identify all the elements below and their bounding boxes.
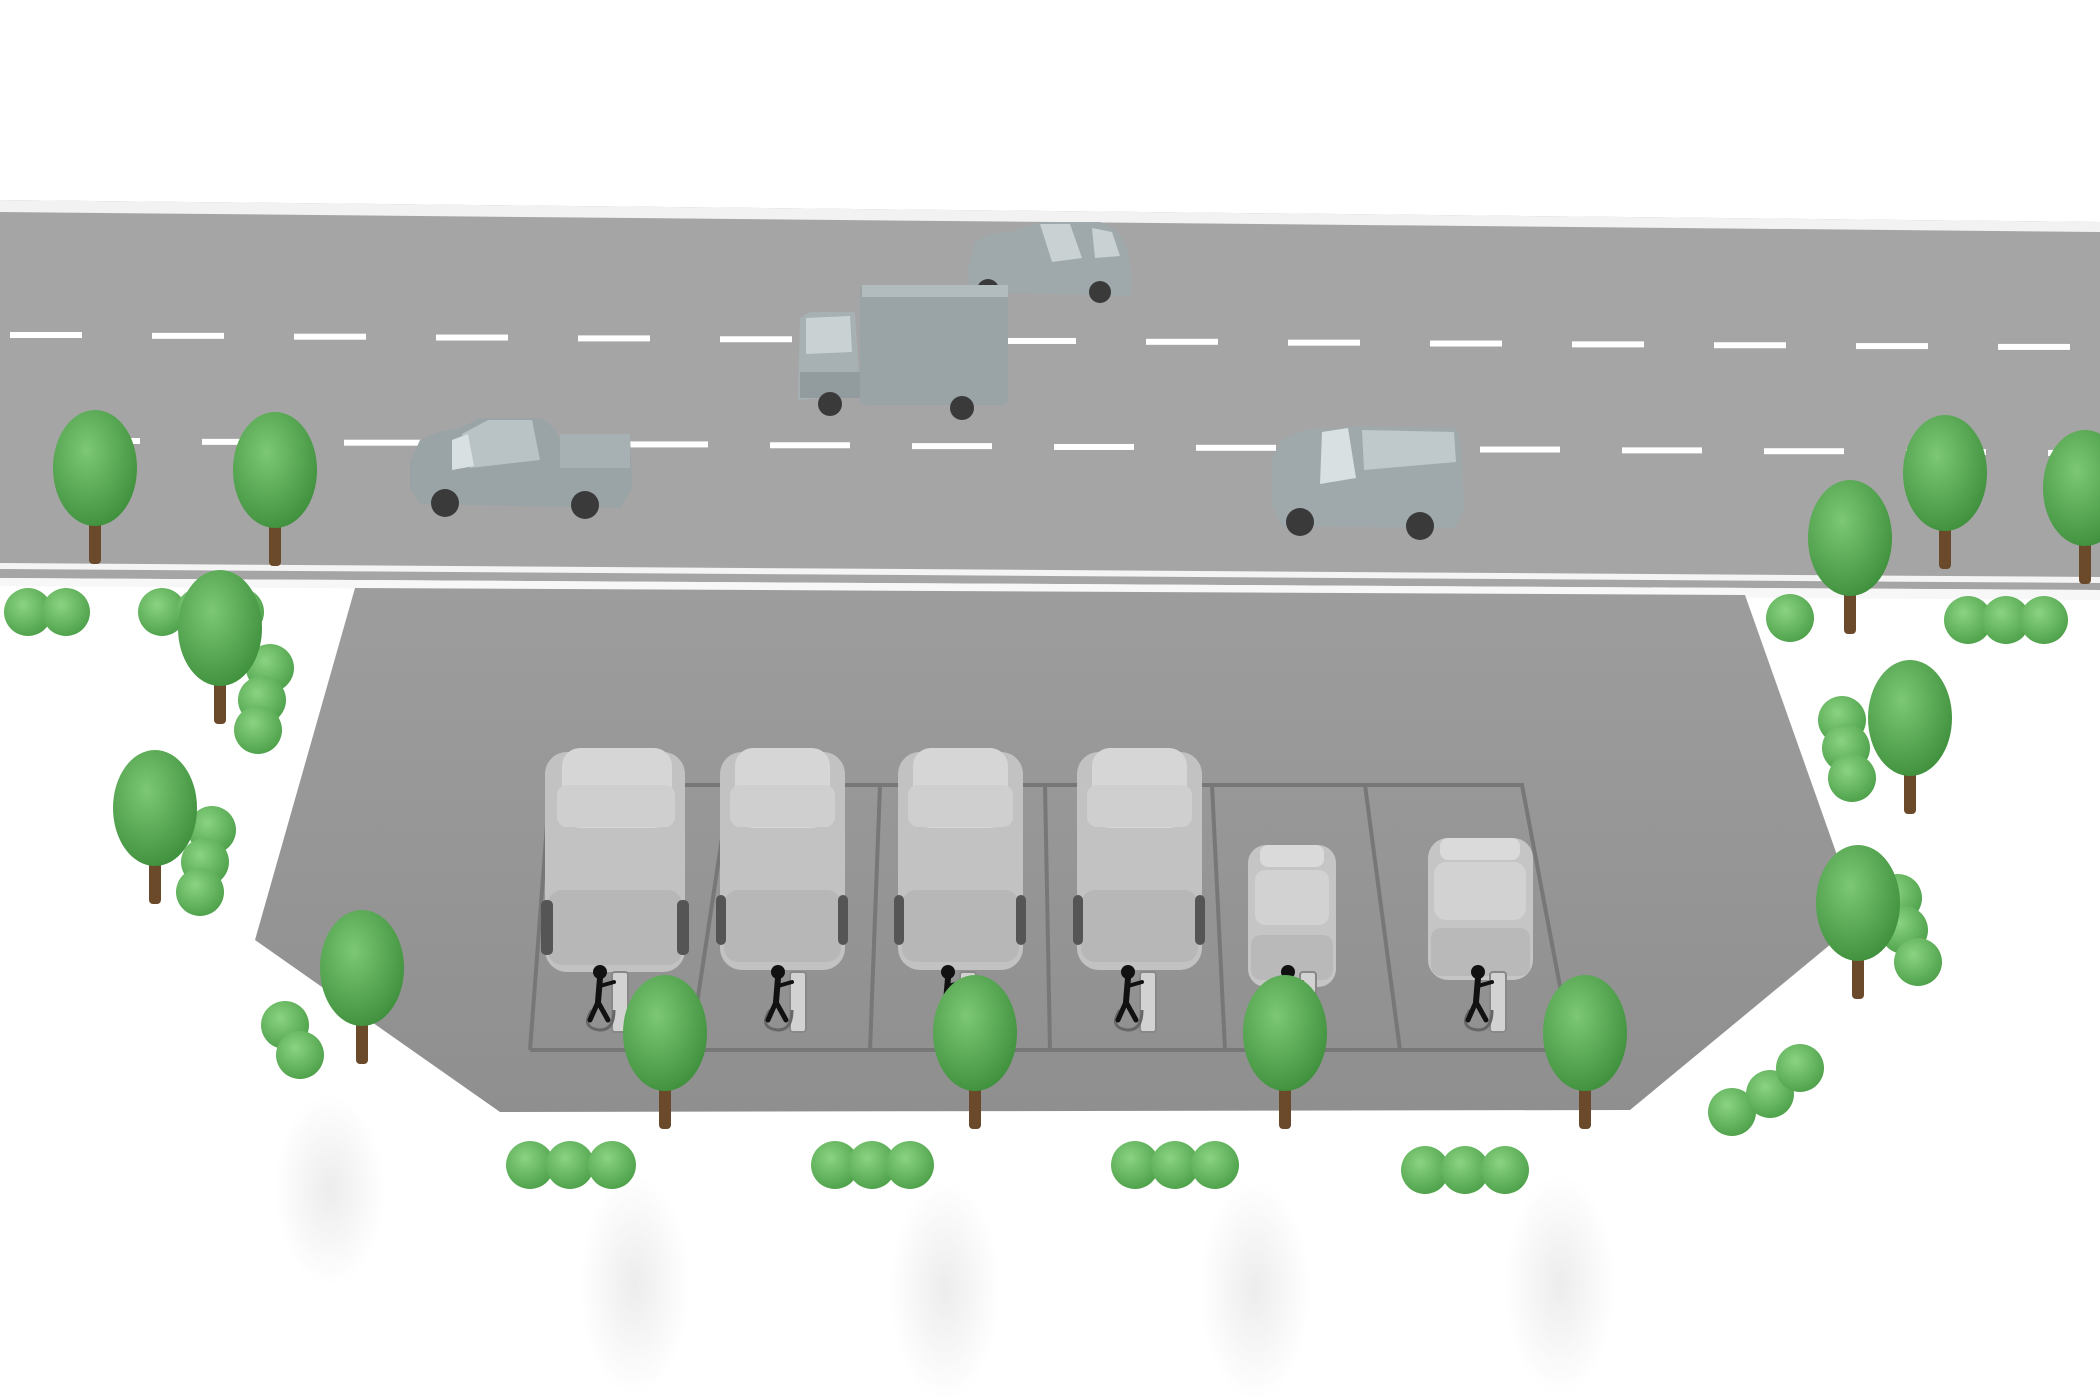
lane-dash — [628, 441, 708, 448]
tree — [113, 750, 197, 904]
trees — [53, 410, 2100, 1129]
bush — [1481, 1146, 1529, 1194]
person-figure — [765, 965, 794, 1023]
tree — [233, 412, 317, 566]
bush — [1982, 596, 2030, 644]
tree — [1816, 845, 1900, 999]
bush — [2020, 596, 2068, 644]
lane-dash — [1998, 343, 2070, 350]
person-figure — [587, 965, 616, 1023]
bush — [42, 588, 90, 636]
bush — [1191, 1141, 1239, 1189]
person-figure — [1465, 965, 1494, 1023]
parked-van — [541, 748, 689, 972]
lane-dash — [578, 335, 650, 342]
lane-dash — [1054, 443, 1134, 450]
bushes — [4, 588, 2068, 1194]
lane-dash — [152, 332, 224, 339]
lane-dash — [1288, 339, 1360, 346]
parked-small-car — [1248, 845, 1336, 987]
bush — [276, 1031, 324, 1079]
bush — [588, 1141, 636, 1189]
bush — [1894, 938, 1942, 986]
tree — [320, 910, 404, 1064]
lane-dash — [344, 439, 424, 446]
bush — [1401, 1146, 1449, 1194]
lane-dash — [1004, 337, 1076, 344]
bush — [1708, 1088, 1756, 1136]
tree — [53, 410, 137, 564]
lane-dash — [1622, 447, 1702, 454]
bush — [1441, 1146, 1489, 1194]
road-pickup — [410, 418, 632, 519]
tree — [1243, 975, 1327, 1129]
tree — [178, 570, 262, 724]
lane-dash — [1856, 343, 1928, 350]
tree — [1808, 480, 1892, 634]
tree — [2043, 430, 2100, 584]
road-box-truck — [798, 285, 1008, 420]
lane-dash — [1572, 341, 1644, 348]
parked-van — [894, 748, 1026, 970]
person-figure — [1115, 965, 1144, 1023]
tree — [933, 975, 1017, 1129]
parked-hatchback — [1428, 838, 1533, 980]
bush — [176, 868, 224, 916]
lane-dash — [1764, 448, 1844, 455]
bush — [1151, 1141, 1199, 1189]
bush — [1766, 594, 1814, 642]
bush — [4, 588, 52, 636]
lane-dash — [1714, 342, 1786, 349]
tree — [623, 975, 707, 1129]
road-station-wagon — [1272, 426, 1464, 540]
parked-vehicles — [541, 748, 1533, 987]
lane-dash — [1430, 340, 1502, 347]
lane-dash — [1480, 446, 1560, 453]
lane-dash — [770, 442, 850, 449]
bush — [546, 1141, 594, 1189]
ground-shadows — [275, 1095, 1615, 1400]
parked-van — [716, 748, 848, 970]
tree — [1868, 660, 1952, 814]
tree — [1903, 415, 1987, 569]
bush — [811, 1141, 859, 1189]
bush — [1111, 1141, 1159, 1189]
lane-dash — [1146, 338, 1218, 345]
bush — [138, 588, 186, 636]
bush — [506, 1141, 554, 1189]
parked-van — [1073, 748, 1205, 970]
lane-dash — [294, 333, 366, 340]
road-vehicles — [410, 222, 1464, 540]
lane-dash — [10, 332, 82, 338]
bush — [1944, 596, 1992, 644]
bush — [848, 1141, 896, 1189]
bush — [1828, 754, 1876, 802]
charging-station — [586, 971, 629, 1033]
bush — [886, 1141, 934, 1189]
lane-dash — [436, 334, 508, 341]
bush — [234, 706, 282, 754]
lane-dash — [720, 336, 792, 343]
bush — [1776, 1044, 1824, 1092]
charging-station — [764, 971, 807, 1033]
lane-dash — [1196, 444, 1276, 451]
lane-dash — [912, 443, 992, 450]
tree — [1543, 975, 1627, 1129]
